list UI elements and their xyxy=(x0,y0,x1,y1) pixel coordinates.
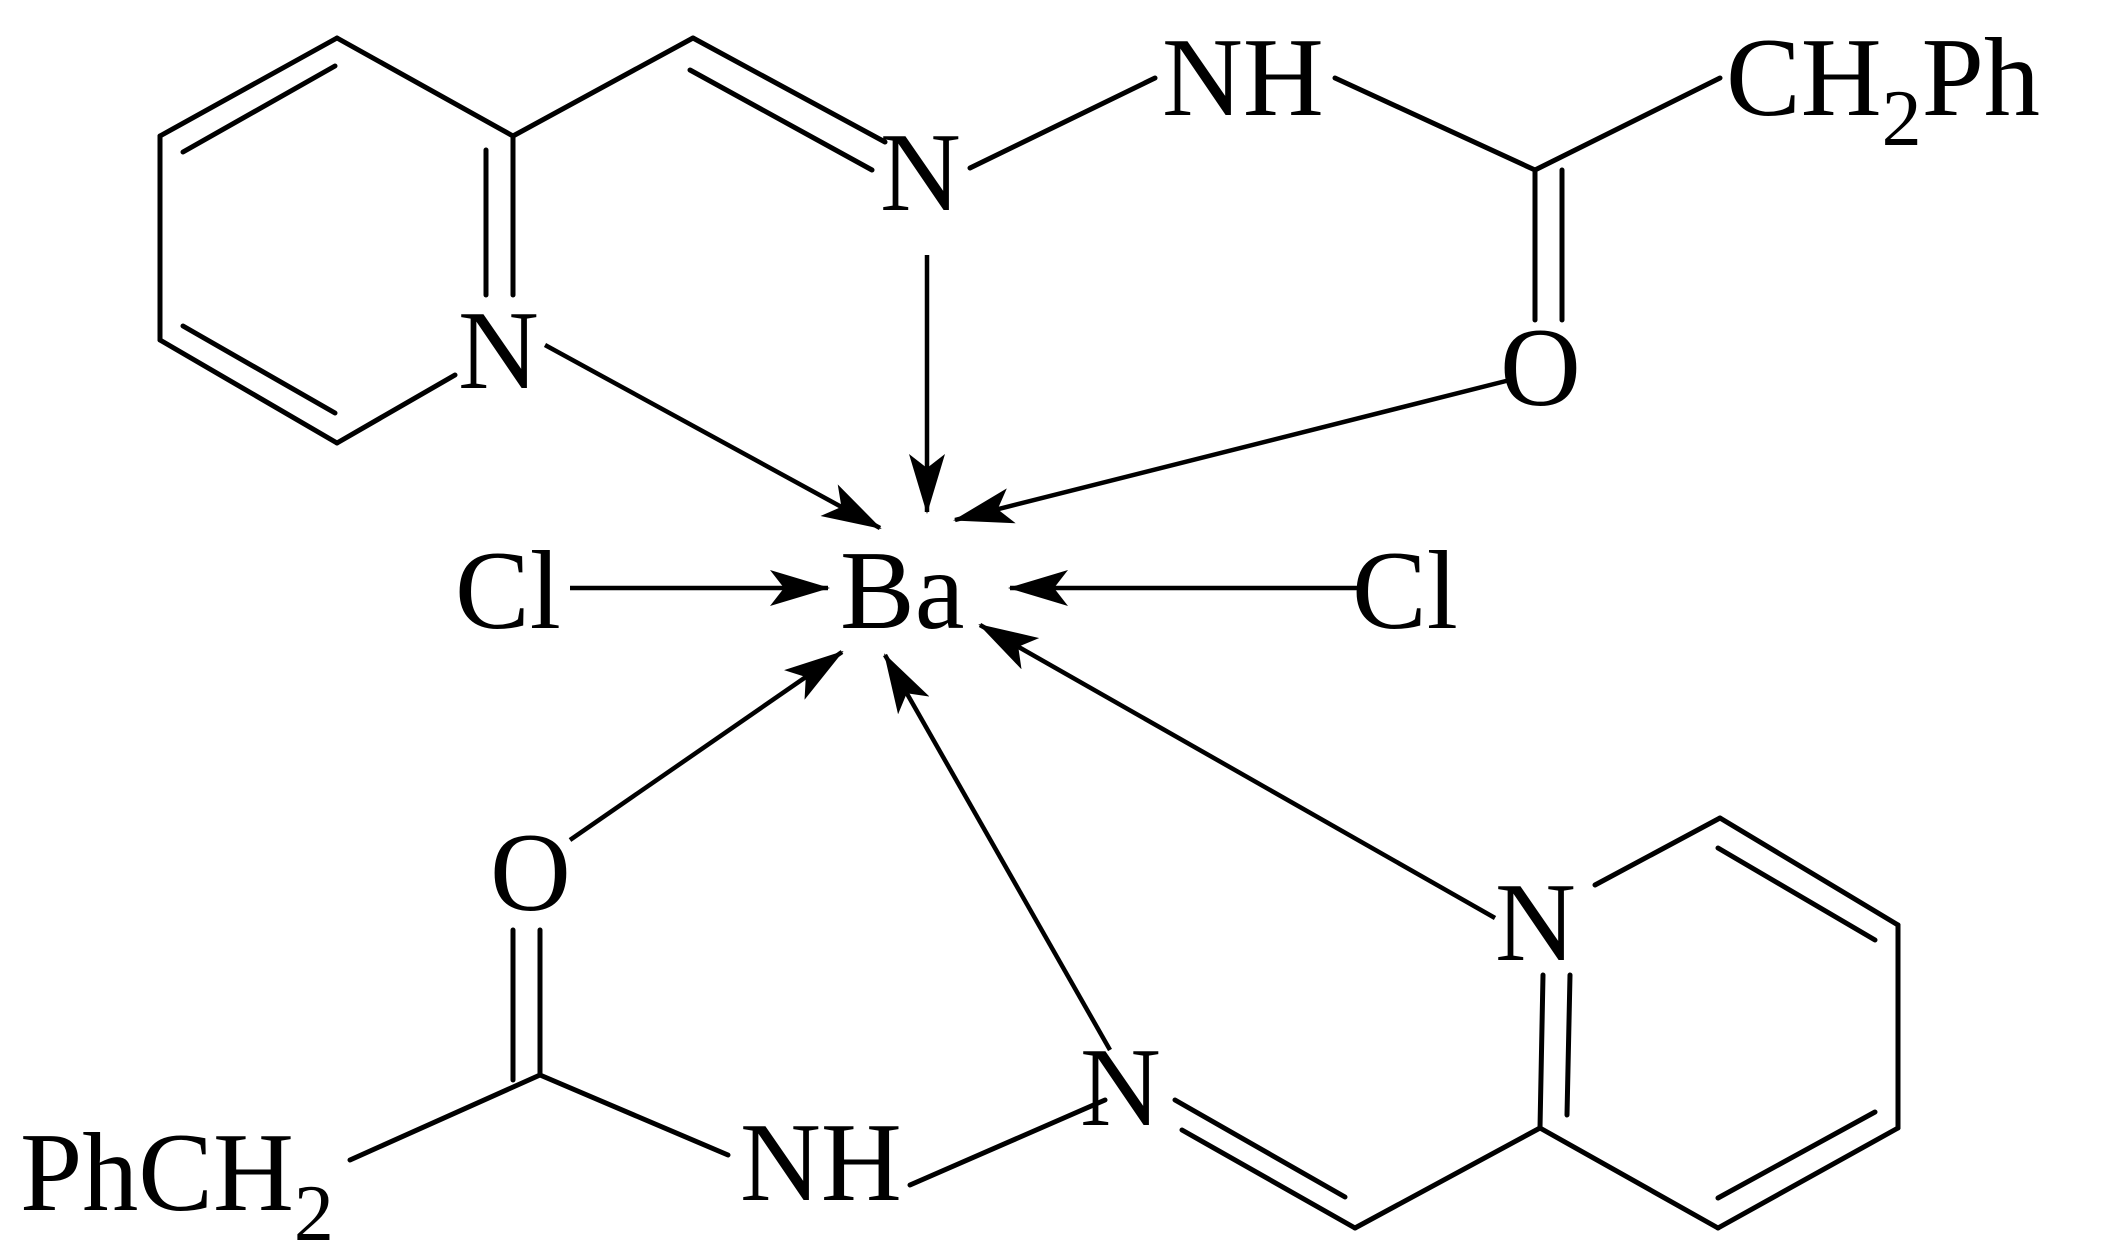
left-cl-label: Cl xyxy=(455,529,561,653)
bottom-carbonyl-o-label: O xyxy=(490,811,571,935)
metal-ba-label: Ba xyxy=(840,529,964,653)
top-pyridine-n-to-ba-arrow xyxy=(543,343,882,530)
bottom-carbonyl-o-to-ba-arrow xyxy=(568,650,844,842)
atom-labels: Ba Cl Cl N N NH O CH2Ph N N NH O PhCH2 xyxy=(20,16,2040,1258)
top-ch2ph-main: CH xyxy=(1726,16,1882,140)
bottom-imine-n-to-ba-arrow xyxy=(883,653,1112,1052)
bottom-pyridine-ring xyxy=(1537,815,1901,1231)
bottom-nh-label: NH xyxy=(740,1101,902,1225)
top-carbonyl-o-to-ba-arrow xyxy=(953,377,1511,524)
bottom-phch2-subscript: 2 xyxy=(294,1170,334,1258)
top-ch2ph-subscript: 2 xyxy=(1882,75,1922,163)
bottom-hydrazone-chain xyxy=(347,927,1543,1231)
right-cl-label: Cl xyxy=(1352,529,1458,653)
top-ch2ph-label: CH2Ph xyxy=(1726,16,2040,163)
top-pyridine-n-label: N xyxy=(458,289,539,413)
coordination-bonds xyxy=(543,255,1511,1052)
top-pyridine-ring xyxy=(157,35,516,446)
bottom-phch2-label: PhCH2 xyxy=(20,1111,334,1258)
bottom-pyridine-n-to-ba-arrow xyxy=(978,623,1497,920)
top-imine-n-label: N xyxy=(880,111,961,235)
bottom-pyridine-n-label: N xyxy=(1495,861,1576,985)
bottom-phch2-main: PhCH xyxy=(20,1111,294,1235)
top-hydrazone-chain xyxy=(510,35,1723,323)
top-nh-label: NH xyxy=(1162,16,1324,140)
top-ch2ph-tail: Ph xyxy=(1922,16,2040,140)
bottom-imine-n-label: N xyxy=(1080,1026,1161,1150)
top-carbonyl-o-label: O xyxy=(1500,306,1581,430)
